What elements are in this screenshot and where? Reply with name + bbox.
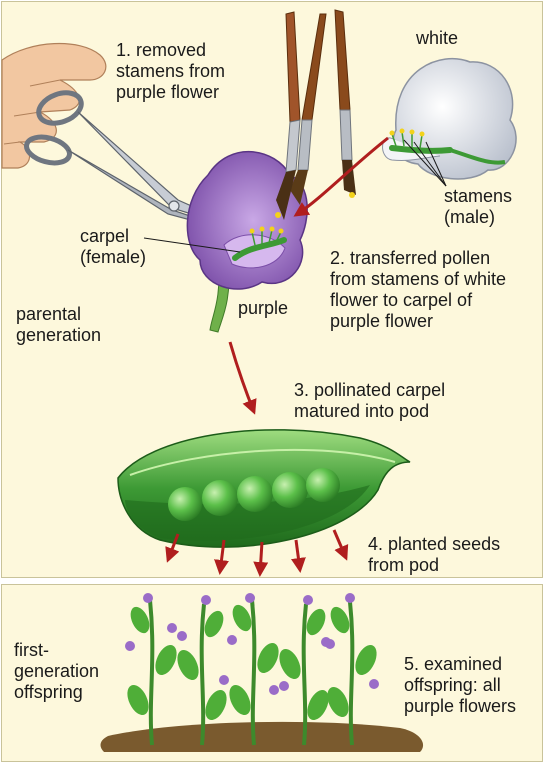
purple-label: purple bbox=[238, 298, 288, 319]
pea-plant-icon bbox=[173, 595, 231, 745]
hand-icon bbox=[2, 44, 106, 168]
pea-seed bbox=[168, 487, 202, 521]
step1-label: 1. removed stamens from purple flower bbox=[116, 40, 225, 103]
stamens-label: stamens (male) bbox=[444, 186, 512, 228]
pea-seed bbox=[272, 472, 308, 508]
step5-label: 5. examined offspring: all purple flower… bbox=[404, 654, 516, 717]
pea-pod-icon bbox=[118, 430, 410, 547]
pea-seed bbox=[202, 480, 238, 516]
step2-label: 2. transferred pollen from stamens of wh… bbox=[330, 248, 506, 332]
step4-label: 4. planted seeds from pod bbox=[368, 534, 500, 576]
maturation-arrow bbox=[230, 342, 254, 412]
white-label: white bbox=[416, 28, 458, 49]
pea-plant-icon bbox=[323, 593, 381, 745]
pea-seed bbox=[237, 476, 273, 512]
paintbrush-icon bbox=[275, 10, 356, 220]
parental-generation-label: parental generation bbox=[16, 304, 101, 346]
soil bbox=[101, 722, 424, 752]
pea-plant-icon bbox=[123, 593, 181, 745]
carpel-label: carpel (female) bbox=[80, 226, 146, 268]
white-flower-icon bbox=[383, 59, 517, 179]
pea-seed bbox=[306, 468, 340, 502]
step3-label: 3. pollinated carpel matured into pod bbox=[294, 380, 445, 422]
first-generation-label: first- generation offspring bbox=[14, 640, 99, 703]
